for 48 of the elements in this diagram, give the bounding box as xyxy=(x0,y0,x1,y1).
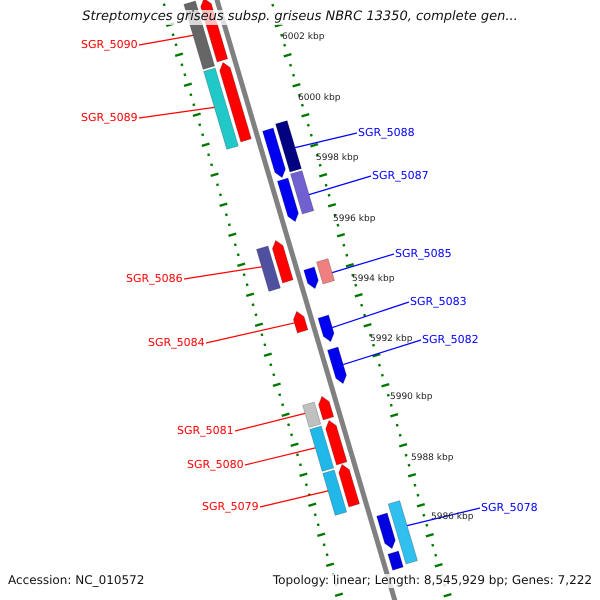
leader-line xyxy=(295,132,358,148)
gene-label: SGR_5080 xyxy=(187,458,244,472)
gene-label: SGR_5085 xyxy=(395,248,452,260)
scale-label: 6000 kbp xyxy=(298,93,340,104)
gene-bar xyxy=(376,500,418,564)
scale-label: 5994 kbp xyxy=(352,274,394,284)
gene-bar xyxy=(276,170,314,222)
leader-line xyxy=(244,447,316,466)
gene-bar xyxy=(318,314,334,342)
gene-label: SGR_5081 xyxy=(177,424,234,438)
leader-line xyxy=(332,253,394,274)
accession-text: Accession: NC_010572 xyxy=(8,574,144,588)
gene-bar xyxy=(262,120,302,178)
gene-bar xyxy=(302,396,334,428)
scale-label: 5998 kbp xyxy=(316,153,358,164)
leader-line xyxy=(260,490,328,508)
gene-bar xyxy=(309,420,348,472)
gene-bar xyxy=(292,310,308,334)
leader-line xyxy=(332,301,410,328)
gene-label: SGR_5088 xyxy=(358,126,415,140)
leader-line xyxy=(184,266,262,280)
gene-bar xyxy=(256,240,294,292)
leader-line xyxy=(138,106,214,119)
leader-line xyxy=(308,175,372,196)
leader-line xyxy=(206,322,295,344)
gene-label: SGR_5089 xyxy=(81,112,138,124)
gene-bar xyxy=(327,346,347,384)
gene-label: SGR_5090 xyxy=(81,38,138,52)
genome-info-text: Topology: linear; Length: 8,545,929 bp; Genes: 7,222 xyxy=(272,574,592,588)
leader-line xyxy=(234,412,306,432)
gene-label: SGR_5086 xyxy=(126,272,183,286)
scale-label: 6002 kbp xyxy=(282,32,324,42)
gene-label: SGR_5083 xyxy=(410,296,467,308)
gene-label: SGR_5078 xyxy=(481,502,538,514)
gene-bar xyxy=(203,62,252,150)
leader-line xyxy=(406,507,480,526)
gene-bar xyxy=(322,464,360,516)
scale-label: 5996 kbp xyxy=(333,214,376,224)
leader-line xyxy=(138,34,194,46)
scale-label: 5992 kbp xyxy=(370,334,412,344)
gene-label: SGR_5082 xyxy=(422,334,479,346)
gene-bar xyxy=(303,258,335,290)
scale-label: 5988 kbp xyxy=(411,453,454,464)
gene-label: SGR_5084 xyxy=(148,336,205,350)
leader-line xyxy=(343,339,422,366)
gene-label: SGR_5087 xyxy=(372,170,429,182)
gene-label: SGR_5079 xyxy=(202,500,259,514)
scale-label: 5990 kbp xyxy=(390,392,432,402)
